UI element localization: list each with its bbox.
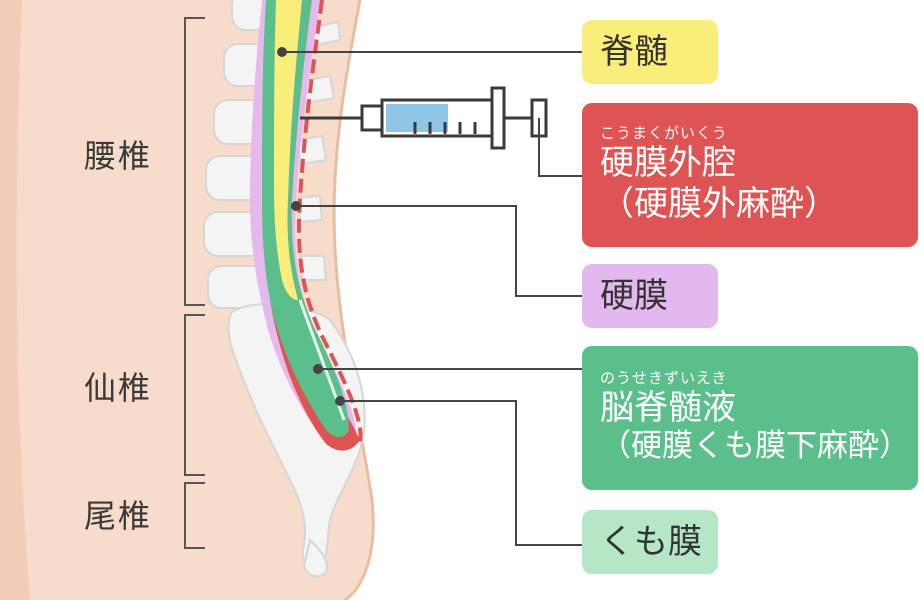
spinous-process — [296, 194, 324, 224]
spinous-process — [298, 255, 328, 281]
dot-csf — [313, 364, 323, 374]
bracket-lumbar — [184, 17, 205, 306]
leader-dura — [296, 205, 582, 297]
dot-spinal-cord — [277, 47, 287, 57]
label-arachnoid: くも膜 — [582, 510, 718, 574]
skin-inner-shade — [0, 0, 30, 600]
leader-arachnoid — [340, 400, 582, 546]
coccyx — [302, 538, 328, 578]
leader-dots — [277, 47, 345, 406]
label-spinal-cord: 脊髄 — [582, 20, 718, 84]
region-brackets — [184, 17, 205, 549]
back-skin-edge — [332, 0, 375, 600]
spinal-cord-shape — [274, 0, 302, 300]
label-csf: のうせきずいえき 脳脊髄液 （硬膜くも膜下麻酔） — [582, 346, 918, 490]
region-sacral: 仙椎 — [84, 369, 153, 407]
bracket-coccyx — [184, 482, 205, 549]
label-epidural: こうまくがいくう 硬膜外腔 （硬膜外麻酔） — [582, 103, 918, 247]
dot-arachnoid — [335, 396, 345, 406]
bracket-sacral — [184, 314, 205, 476]
cauda — [298, 299, 346, 421]
epidural-space — [297, 0, 363, 443]
dot-dura — [291, 201, 301, 211]
ruby-csf: のうせきずいえき — [600, 368, 728, 387]
label-dura: 硬膜 — [582, 264, 718, 328]
leader-lines — [282, 51, 582, 546]
leader-epidural — [538, 118, 582, 177]
ruby-epidural: こうまくがいくう — [600, 123, 728, 142]
region-lumbar: 腰椎 — [84, 137, 153, 175]
region-coccyx: 尾椎 — [84, 497, 153, 535]
